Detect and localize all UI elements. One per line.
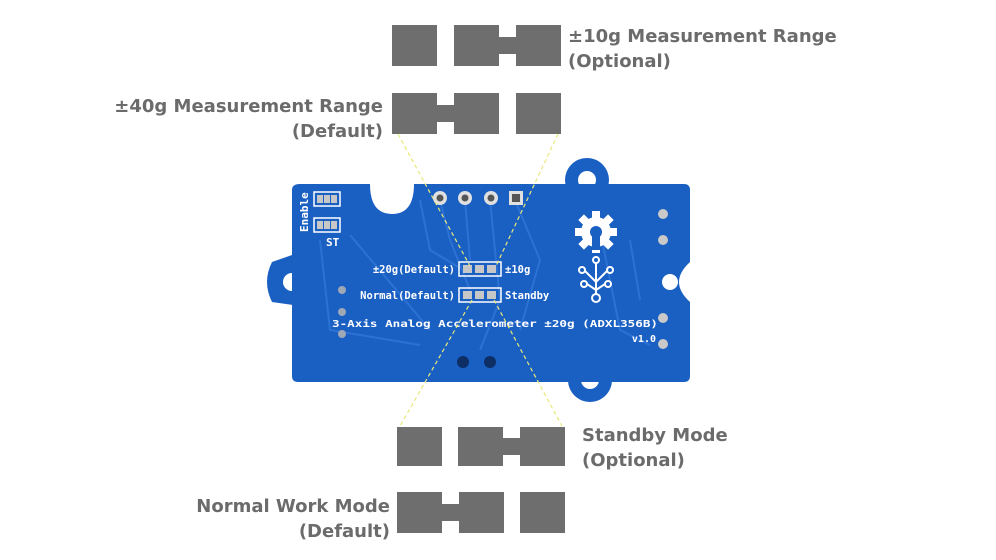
grove-logo-icon <box>578 256 614 303</box>
callout-normal-mode: Normal Work Mode (Default) <box>196 494 390 544</box>
callout-standby-mode: Standby Mode (Optional) <box>582 423 728 473</box>
header-pins-top <box>433 191 523 205</box>
mode-optional-silk-label: Standby <box>505 290 550 302</box>
connector-pads-right <box>658 209 668 349</box>
board-title-silk-label: 3-Axis Analog Accelerometer ±20g (ADXL35… <box>332 318 658 330</box>
range-default-silk-label: ±20g(Default) <box>373 264 455 276</box>
callout-normal-mode-subtitle: (Default) <box>298 521 390 542</box>
callout-range-40g-subtitle: (Default) <box>291 121 383 142</box>
st-silk-label: ST <box>326 236 340 249</box>
jumper-normal-illustration <box>397 492 565 533</box>
jumper-standby-illustration <box>397 427 565 466</box>
range-optional-silk-label: ±10g <box>505 264 530 276</box>
callout-range-40g-title: ±40g Measurement Range <box>114 96 383 117</box>
gear-logo-icon <box>575 211 617 253</box>
callout-range-40g: ±40g Measurement Range (Default) <box>114 94 383 144</box>
callout-standby-mode-subtitle: (Optional) <box>582 450 685 471</box>
enable-silk-label: Enable <box>298 192 311 232</box>
jumper-10g-illustration <box>392 25 561 66</box>
callout-normal-mode-title: Normal Work Mode <box>196 496 390 517</box>
guide-lines <box>397 133 563 427</box>
callout-standby-mode-title: Standby Mode <box>582 425 728 446</box>
board-version-silk-label: v1.0 <box>632 334 656 345</box>
callout-range-10g-subtitle: (Optional) <box>568 51 671 72</box>
pcb-board <box>267 158 690 402</box>
callout-range-10g: ±10g Measurement Range (Optional) <box>568 24 837 74</box>
callout-range-10g-title: ±10g Measurement Range <box>568 26 837 47</box>
mode-default-silk-label: Normal(Default) <box>360 290 455 302</box>
jumper-40g-illustration <box>392 93 561 134</box>
